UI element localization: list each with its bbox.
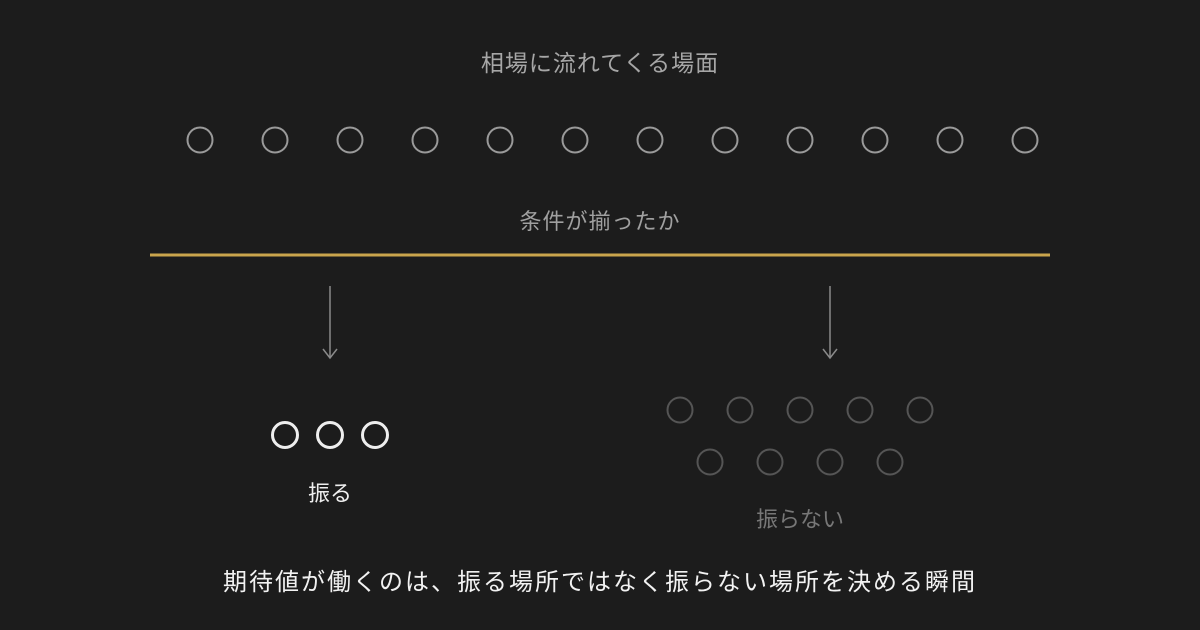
no-swing-scene-circle <box>756 448 784 476</box>
swing-scenes <box>271 421 389 449</box>
no-swing-scene-circle <box>816 448 844 476</box>
incoming-scene-circle <box>186 126 214 154</box>
no-swing-scene-circle <box>906 396 934 424</box>
incoming-scene-circle <box>336 126 364 154</box>
incoming-scene-circle <box>636 126 664 154</box>
incoming-scenes-label: 相場に流れてくる場面 <box>480 51 720 77</box>
arrow-to-swing <box>322 286 338 360</box>
swing-label: 振る <box>307 482 352 507</box>
arrow-to-no-swing <box>822 286 838 360</box>
no-swing-scene-circle <box>726 396 754 424</box>
no-swing-scene-circle <box>876 448 904 476</box>
swing-scene-circle <box>271 421 299 449</box>
no-swing-scene-circle <box>696 448 724 476</box>
incoming-scene-circle <box>786 126 814 154</box>
no-swing-scene-circle <box>786 396 814 424</box>
swing-scene-circle <box>316 421 344 449</box>
swing-scene-circle <box>361 421 389 449</box>
no-swing-scene-circle <box>666 396 694 424</box>
incoming-scene-circle <box>411 126 439 154</box>
incoming-scene-circle <box>261 126 289 154</box>
incoming-scenes <box>186 126 1039 154</box>
no-swing-scenes <box>666 396 934 476</box>
incoming-scene-circle <box>711 126 739 154</box>
incoming-scene-circle <box>861 126 889 154</box>
filter-condition-label: 条件が揃ったか <box>519 210 681 235</box>
no-swing-label: 振らない <box>755 508 844 533</box>
incoming-scene-circle <box>486 126 514 154</box>
incoming-scene-circle <box>1011 126 1039 154</box>
incoming-scene-circle <box>936 126 964 154</box>
incoming-scene-circle <box>561 126 589 154</box>
no-swing-scene-circle <box>846 396 874 424</box>
bottom-message: 期待値が働くのは、振る場所ではなく振らない場所を決める瞬間 <box>223 568 977 596</box>
